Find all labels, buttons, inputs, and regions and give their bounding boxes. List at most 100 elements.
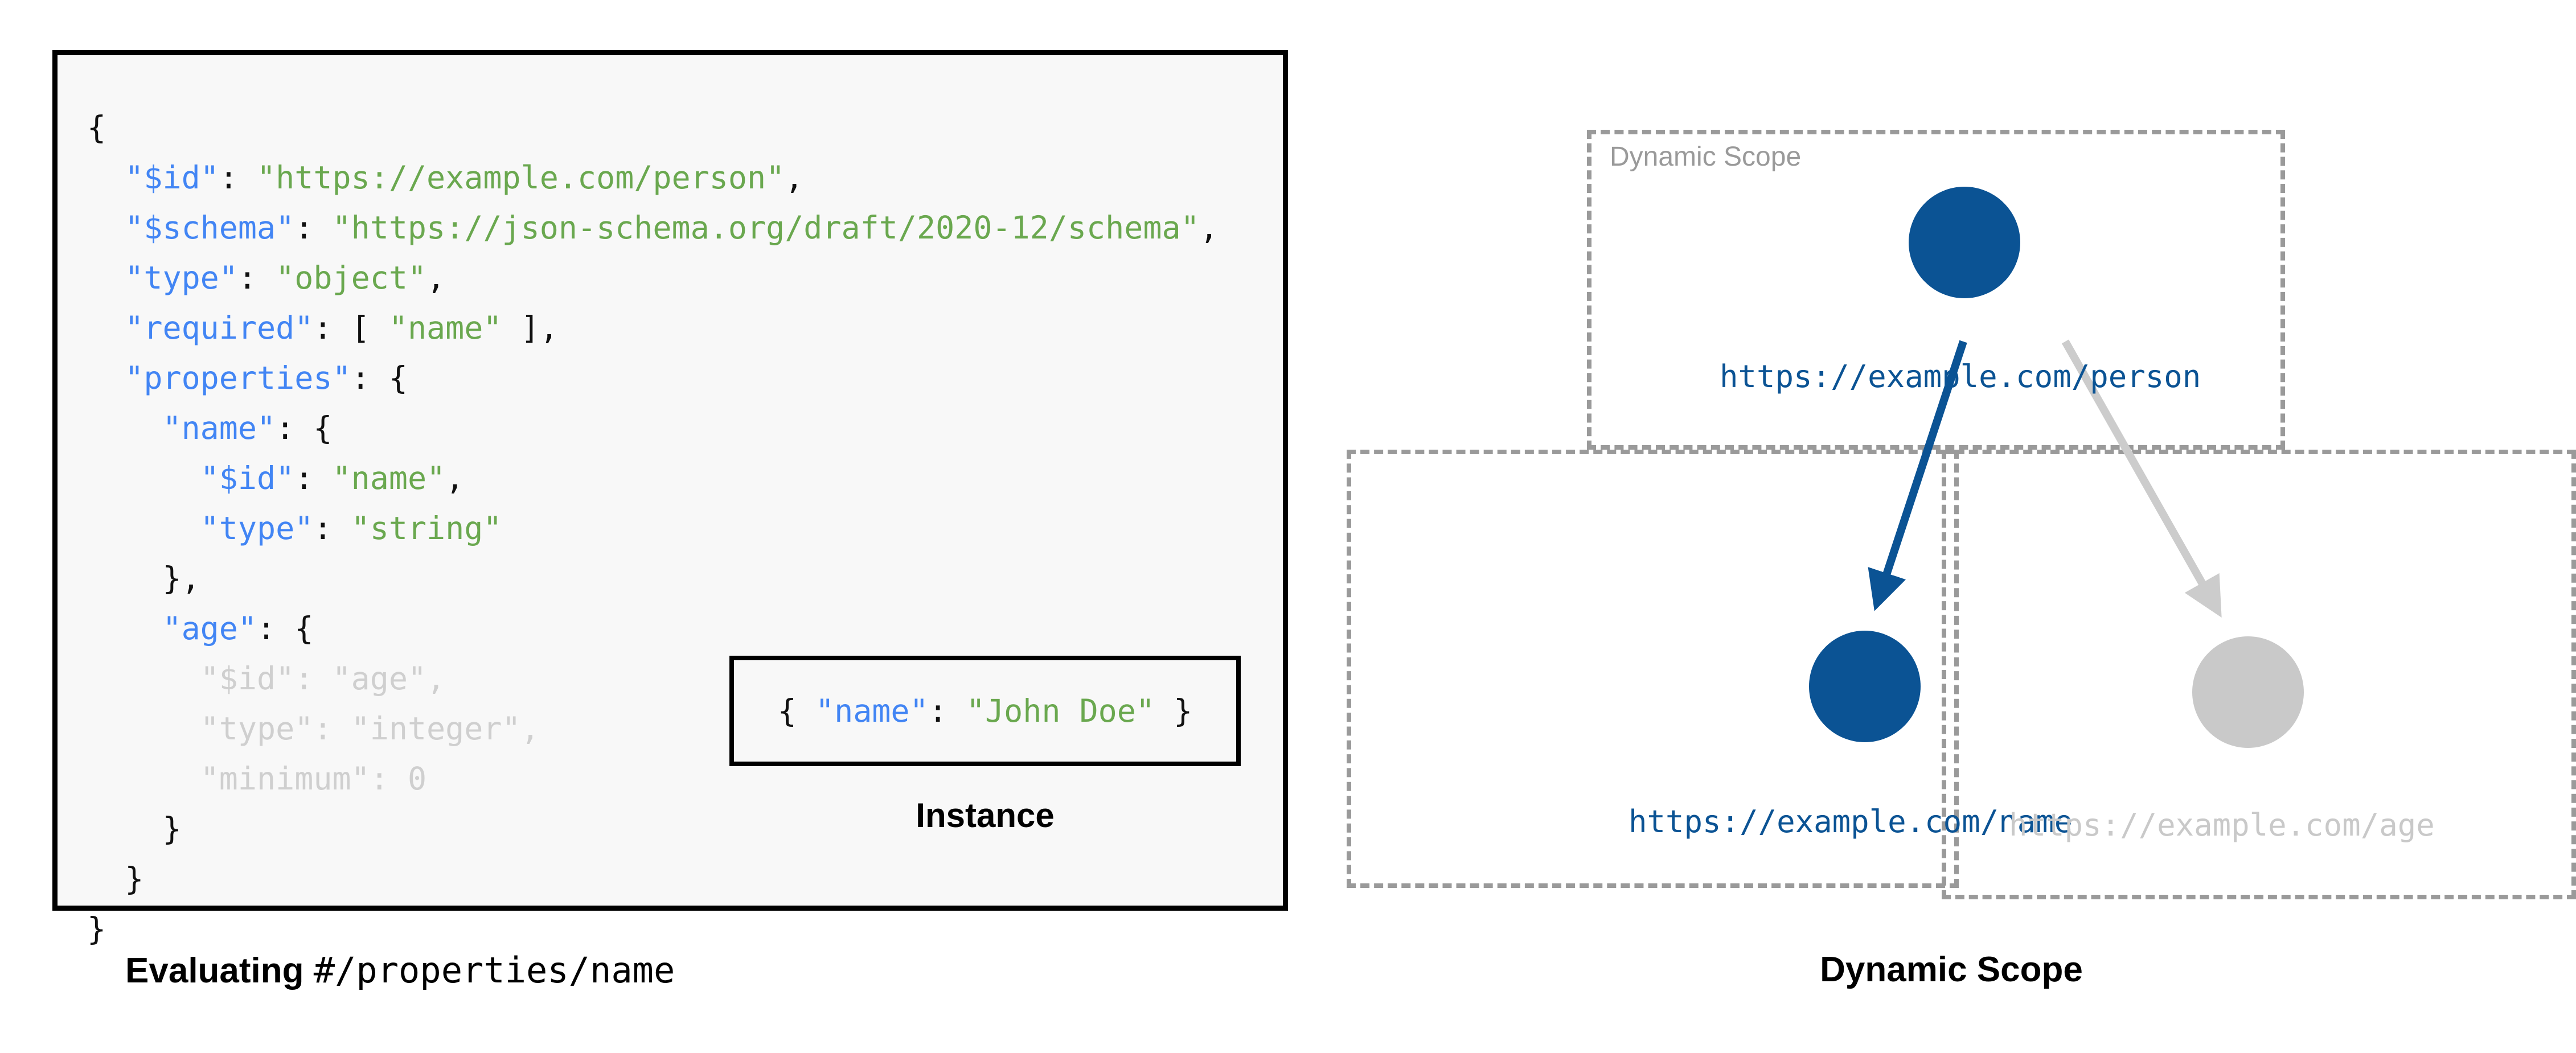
code-token: "properties": [125, 360, 351, 396]
code-line: {: [87, 109, 106, 146]
code-indent: [87, 510, 200, 546]
code-token: : {: [276, 410, 333, 446]
code-indent: [87, 209, 125, 246]
evaluating-caption: Evaluating #/properties/name: [125, 949, 675, 991]
code-token: "$schema": [125, 209, 295, 246]
code-line: "type": "string": [87, 510, 502, 546]
code-token: ],: [502, 310, 559, 346]
code-token: ,: [1199, 209, 1219, 246]
code-token: }: [125, 861, 144, 897]
code-token: }: [87, 911, 106, 947]
code-line: "$id": "age",: [87, 660, 446, 697]
code-line: "age": {: [87, 610, 313, 647]
code-line: "$schema": "https://json-schema.org/draf…: [87, 209, 1219, 246]
code-token: :: [237, 260, 276, 296]
node-person[interactable]: [1909, 187, 2020, 298]
code-line: "$id": "name",: [87, 460, 465, 496]
code-token: ,: [426, 260, 446, 296]
scope-box-name: [1347, 450, 1959, 888]
code-indent: [87, 560, 162, 597]
code-token: ,: [520, 710, 540, 747]
code-line: }: [87, 861, 143, 897]
code-token: "type": [200, 510, 314, 546]
code-token: :: [370, 760, 408, 797]
code-token: "John Doe": [966, 693, 1155, 729]
instance-code-box: { "name": "John Doe" }: [729, 656, 1241, 766]
code-indent: [87, 460, 200, 496]
code-line: "type": "integer",: [87, 710, 540, 747]
code-line: "minimum": 0: [87, 760, 426, 797]
scope-box-person-label: Dynamic Scope: [1610, 142, 1802, 172]
code-token: :: [294, 460, 333, 496]
code-token: "https://json-schema.org/draft/2020-12/s…: [332, 209, 1200, 246]
node-age[interactable]: [2192, 636, 2304, 748]
code-token: :: [294, 209, 333, 246]
code-token: "age": [162, 610, 257, 647]
schema-code-box: { "$id": "https://example.com/person", "…: [52, 50, 1288, 947]
code-token: :: [294, 660, 333, 697]
dynamic-scope-panel: Dynamic Scope https://example.com/person…: [1327, 0, 2576, 1053]
code-token: :: [313, 510, 351, 546]
code-indent: [87, 710, 200, 747]
code-token: ,: [785, 159, 804, 196]
code-token: "name": [815, 693, 929, 729]
code-line: }: [87, 811, 182, 847]
code-token: "object": [276, 260, 427, 296]
evaluating-caption-path: #/properties/name: [313, 949, 675, 991]
code-token: "string": [351, 510, 502, 546]
code-token: "name": [388, 310, 502, 346]
code-token: : [: [313, 310, 389, 346]
code-token: "type": [125, 260, 238, 296]
code-line: "required": [ "name" ],: [87, 310, 559, 346]
code-token: :: [313, 710, 351, 747]
code-token: "age": [332, 660, 427, 697]
code-token: "integer": [351, 710, 521, 747]
code-token: "minimum": [200, 760, 370, 797]
code-indent: [87, 360, 125, 396]
code-line: }: [87, 911, 106, 947]
dynamic-scope-caption: Dynamic Scope: [1820, 950, 2083, 989]
code-line: "properties": {: [87, 360, 408, 396]
code-token: ,: [445, 460, 465, 496]
code-indent: [87, 310, 125, 346]
code-token: 0: [407, 760, 427, 797]
scope-box-age: [1942, 450, 2576, 899]
schema-panel: { "$id": "https://example.com/person", "…: [52, 50, 1288, 991]
code-token: ,: [426, 660, 446, 697]
schema-code-text: { "$id": "https://example.com/person", "…: [87, 102, 1219, 954]
code-token: : {: [351, 360, 408, 396]
instance-code-text: { "name": "John Doe" }: [778, 693, 1193, 729]
code-indent: [87, 610, 162, 647]
code-token: "$id": [125, 159, 219, 196]
code-token: "$id": [200, 660, 295, 697]
code-token: "https://example.com/person": [257, 159, 785, 196]
code-line: "name": {: [87, 410, 332, 446]
code-indent: [87, 159, 125, 196]
node-person-label: https://example.com/person: [1720, 359, 2201, 394]
code-token: {: [87, 109, 106, 146]
node-name-label: https://example.com/name: [1629, 804, 2073, 840]
code-token: "$id": [200, 460, 295, 496]
instance-caption: Instance: [916, 796, 1055, 834]
code-indent: [87, 660, 200, 697]
code-token: "required": [125, 310, 314, 346]
code-token: : {: [257, 610, 314, 647]
code-indent: [87, 861, 125, 897]
code-token: }: [162, 811, 182, 847]
code-token: :: [219, 159, 257, 196]
code-token: }: [1155, 693, 1193, 729]
code-token: :: [928, 693, 966, 729]
code-indent: [87, 410, 162, 446]
code-token: },: [162, 560, 200, 597]
code-line: "type": "object",: [87, 260, 445, 296]
node-name[interactable]: [1809, 631, 1921, 742]
code-line: "$id": "https://example.com/person",: [87, 159, 803, 196]
evaluating-caption-lead: Evaluating: [125, 951, 314, 990]
code-indent: [87, 260, 125, 296]
code-token: "type": [200, 710, 314, 747]
code-token: "name": [162, 410, 276, 446]
code-token: "name": [332, 460, 446, 496]
code-line: },: [87, 560, 200, 597]
code-token: {: [777, 693, 815, 729]
code-indent: [87, 760, 200, 797]
